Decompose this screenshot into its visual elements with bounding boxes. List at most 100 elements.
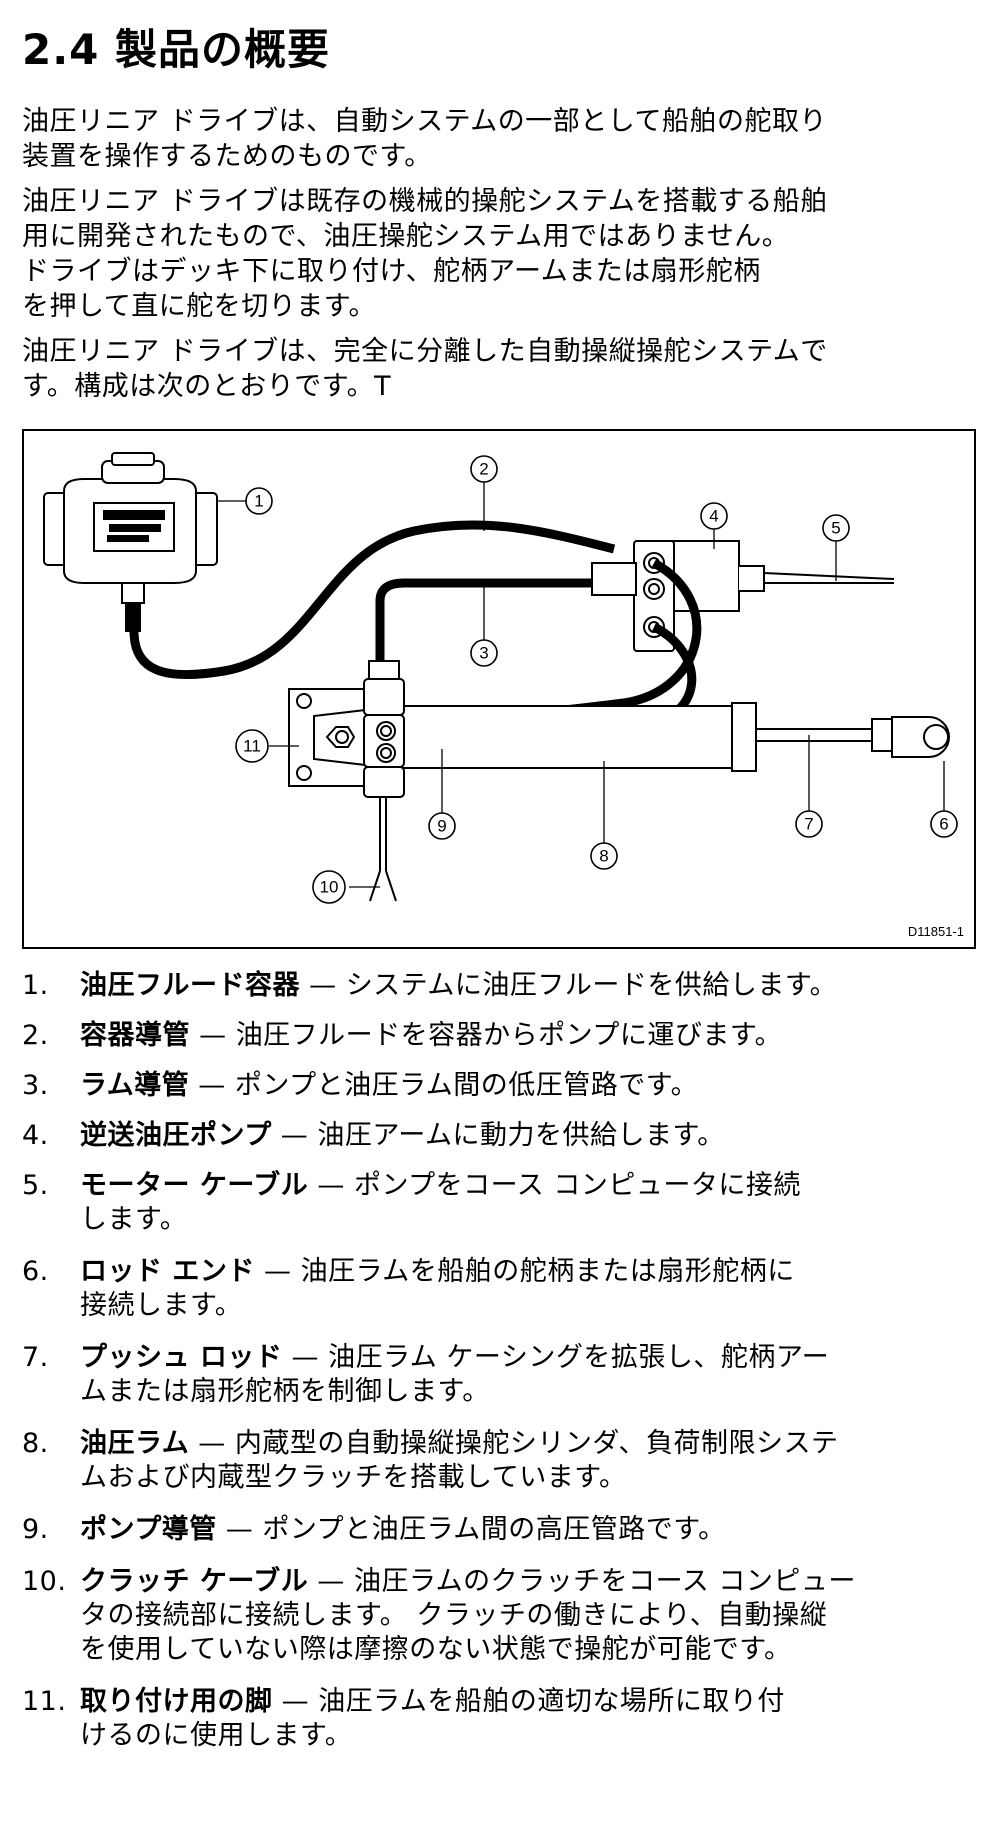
list-item: 7. プッシュ ロッド — 油圧ラム ケーシングを拡張し、舵柄アー ムまたは扇形舵…: [22, 1341, 982, 1409]
motor-cable-drawing: [763, 572, 895, 584]
clutch-cable-drawing: [369, 797, 397, 902]
svg-text:9: 9: [437, 817, 446, 836]
intro-paragraph-3: 油圧リニア ドライブは、完全に分離した自動操縦操舵システムで す。構成は次のとお…: [22, 336, 828, 402]
list-item-body: 容器導管 — 油圧フルードを容器からポンプに運びます。: [80, 1020, 782, 1051]
list-item-separator: —: [198, 1070, 226, 1101]
list-item-number: 3.: [22, 1070, 49, 1101]
callout-8: 8: [590, 842, 618, 870]
list-item-separator: —: [199, 1020, 227, 1051]
callout-3: 3: [470, 639, 498, 667]
list-item-term: クラッチ ケーブル: [80, 1566, 309, 1597]
pump-drawing: [591, 540, 765, 652]
list-item-description: 内蔵型の自動操縦操舵シリンダ、負荷制限システ ムおよび内蔵型クラッチを搭載してい…: [80, 1428, 839, 1493]
list-item-number: 7.: [22, 1342, 49, 1373]
list-item-separator: —: [198, 1428, 226, 1459]
list-item-separator: —: [281, 1686, 310, 1717]
list-item-body: ラム導管 — ポンプと油圧ラム間の低圧管路です。: [80, 1070, 698, 1101]
callout-5: 5: [822, 514, 850, 542]
svg-text:1: 1: [254, 492, 263, 511]
list-item-term: プッシュ ロッド: [80, 1342, 283, 1373]
list-item-description: ポンプをコース コンピュータに接続 します。: [80, 1170, 801, 1235]
list-item: 2. 容器導管 — 油圧フルードを容器からポンプに運びます。: [22, 1019, 982, 1053]
list-item-number: 5.: [22, 1170, 49, 1201]
figure-code: D11851-1: [907, 924, 964, 939]
list-item-body: 逆送油圧ポンプ — 油圧アームに動力を供給します。: [80, 1120, 725, 1151]
svg-text:11: 11: [243, 737, 261, 756]
list-item-term: 逆送油圧ポンプ: [80, 1120, 272, 1151]
list-item-body: 油圧ラム — 内蔵型の自動操縦操舵シリンダ、負荷制限システ ムおよび内蔵型クラッ…: [80, 1428, 839, 1493]
ram-conduit: [375, 578, 614, 676]
list-item-body: プッシュ ロッド — 油圧ラム ケーシングを拡張し、舵柄アー ムまたは扇形舵柄を…: [80, 1342, 829, 1407]
list-item-number: 6.: [22, 1256, 49, 1287]
callout-7: 7: [795, 810, 823, 838]
svg-text:7: 7: [804, 815, 813, 834]
list-item-separator: —: [291, 1342, 319, 1373]
intro-paragraph-2: 油圧リニア ドライブは既存の機械的操舵システムを搭載する船舶 用に開発されたもの…: [22, 186, 828, 322]
list-item-separator: —: [280, 1120, 309, 1151]
list-item-number: 11.: [22, 1686, 67, 1717]
list-item-number: 4.: [22, 1120, 49, 1151]
diagram-drawing: 1 2 3 4 5 6 7 8 9 10 11: [43, 452, 958, 904]
callout-1: 1: [245, 487, 273, 515]
leader-lines: [217, 481, 945, 888]
list-item-term: モーター ケーブル: [80, 1170, 309, 1201]
list-item-body: ロッド エンド — 油圧ラムを船舶の舵柄または扇形舵柄に 接続します。: [80, 1256, 795, 1321]
list-item-number: 2.: [22, 1020, 49, 1051]
list-item: 1. 油圧フルード容器 — システムに油圧フルードを供給します。: [22, 969, 982, 1003]
list-item-term: 取り付け用の脚: [80, 1686, 273, 1717]
list-item-description: 油圧フルードを容器からポンプに運びます。: [235, 1020, 783, 1051]
list-item-description: 油圧ラムを船舶の舵柄または扇形舵柄に 接続します。: [80, 1256, 795, 1321]
list-item: 4. 逆送油圧ポンプ — 油圧アームに動力を供給します。: [22, 1119, 982, 1153]
list-item-body: 取り付け用の脚 — 油圧ラムを船舶の適切な場所に取り付 けるのに使用します。: [80, 1686, 785, 1751]
list-item: 6. ロッド エンド — 油圧ラムを船舶の舵柄または扇形舵柄に 接続します。: [22, 1255, 982, 1323]
list-item-term: ラム導管: [80, 1070, 190, 1101]
list-item: 9. ポンプ導管 — ポンプと油圧ラム間の高圧管路です。: [22, 1513, 982, 1547]
list-item-description: ポンプと油圧ラム間の低圧管路です。: [234, 1070, 699, 1101]
svg-text:4: 4: [709, 507, 718, 526]
document-page: 2.4 製品の概要 油圧リニア ドライブは、自動システムの一部として船舶の舵取り…: [22, 14, 982, 1751]
list-item-description: 油圧アームに動力を供給します。: [317, 1120, 725, 1151]
svg-text:8: 8: [599, 847, 608, 866]
system-diagram: 1 2 3 4 5 6 7 8 9 10 11 D11851-1: [22, 429, 976, 949]
list-item: 11. 取り付け用の脚 — 油圧ラムを船舶の適切な場所に取り付 けるのに使用します…: [22, 1685, 982, 1753]
callout-6: 6: [930, 810, 958, 838]
list-item-term: 油圧フルード容器: [80, 970, 300, 1001]
list-item-number: 1.: [22, 970, 49, 1001]
intro-paragraph-1: 油圧リニア ドライブは、自動システムの一部として船舶の舵取り 装置を操作するため…: [22, 106, 827, 172]
parts-list: 1. 油圧フルード容器 — システムに油圧フルードを供給します。 2. 容器導管 — …: [22, 969, 982, 1753]
list-item: 5. モーター ケーブル — ポンプをコース コンピュータに接続 します。: [22, 1169, 982, 1237]
list-item-description: 油圧ラムのクラッチをコース コンピュー タの接続部に接続します。 クラッチの働き…: [80, 1566, 856, 1665]
reservoir-conduit: [129, 520, 616, 680]
list-item-separator: —: [225, 1514, 254, 1545]
list-item-term: ロッド エンド: [80, 1256, 255, 1287]
list-item-description: システムに油圧フルードを供給します。: [345, 970, 838, 1001]
svg-text:5: 5: [831, 519, 840, 538]
list-item-term: 油圧ラム: [80, 1428, 190, 1459]
svg-text:10: 10: [320, 878, 339, 897]
list-item-body: モーター ケーブル — ポンプをコース コンピュータに接続 します。: [80, 1170, 801, 1235]
callout-10: 10: [312, 870, 346, 904]
callout-4: 4: [700, 502, 728, 530]
svg-text:6: 6: [939, 815, 948, 834]
callout-9: 9: [428, 812, 456, 840]
fluid-reservoir-drawing: [43, 452, 218, 632]
list-item: 10.クラッチ ケーブル — 油圧ラムのクラッチをコース コンピュー タの接続部…: [22, 1565, 982, 1667]
list-item-term: ポンプ導管: [80, 1514, 217, 1545]
list-item-number: 8.: [22, 1428, 49, 1459]
list-item-number: 9.: [22, 1514, 49, 1545]
callout-11: 11: [235, 729, 269, 763]
list-item-body: 油圧フルード容器 — システムに油圧フルードを供給します。: [80, 970, 837, 1001]
list-item-number: 10.: [22, 1566, 67, 1597]
callout-2: 2: [470, 455, 498, 483]
list-item-separator: —: [309, 970, 337, 1001]
svg-text:3: 3: [479, 644, 488, 663]
list-item-description: 油圧ラムを船舶の適切な場所に取り付 けるのに使用します。: [80, 1686, 785, 1751]
list-item-description: 油圧ラム ケーシングを拡張し、舵柄アー ムまたは扇形舵柄を制御します。: [80, 1342, 830, 1407]
list-item: 8. 油圧ラム — 内蔵型の自動操縦操舵シリンダ、負荷制限システ ムおよび内蔵型ク…: [22, 1427, 982, 1495]
svg-text:2: 2: [479, 460, 488, 479]
hydraulic-ram-drawing: [288, 660, 950, 798]
list-item-separator: —: [317, 1170, 345, 1201]
list-item-description: ポンプと油圧ラム間の高圧管路です。: [262, 1514, 726, 1545]
section-title: 2.4 製品の概要: [22, 25, 331, 74]
list-item-body: ポンプ導管 — ポンプと油圧ラム間の高圧管路です。: [80, 1514, 726, 1545]
